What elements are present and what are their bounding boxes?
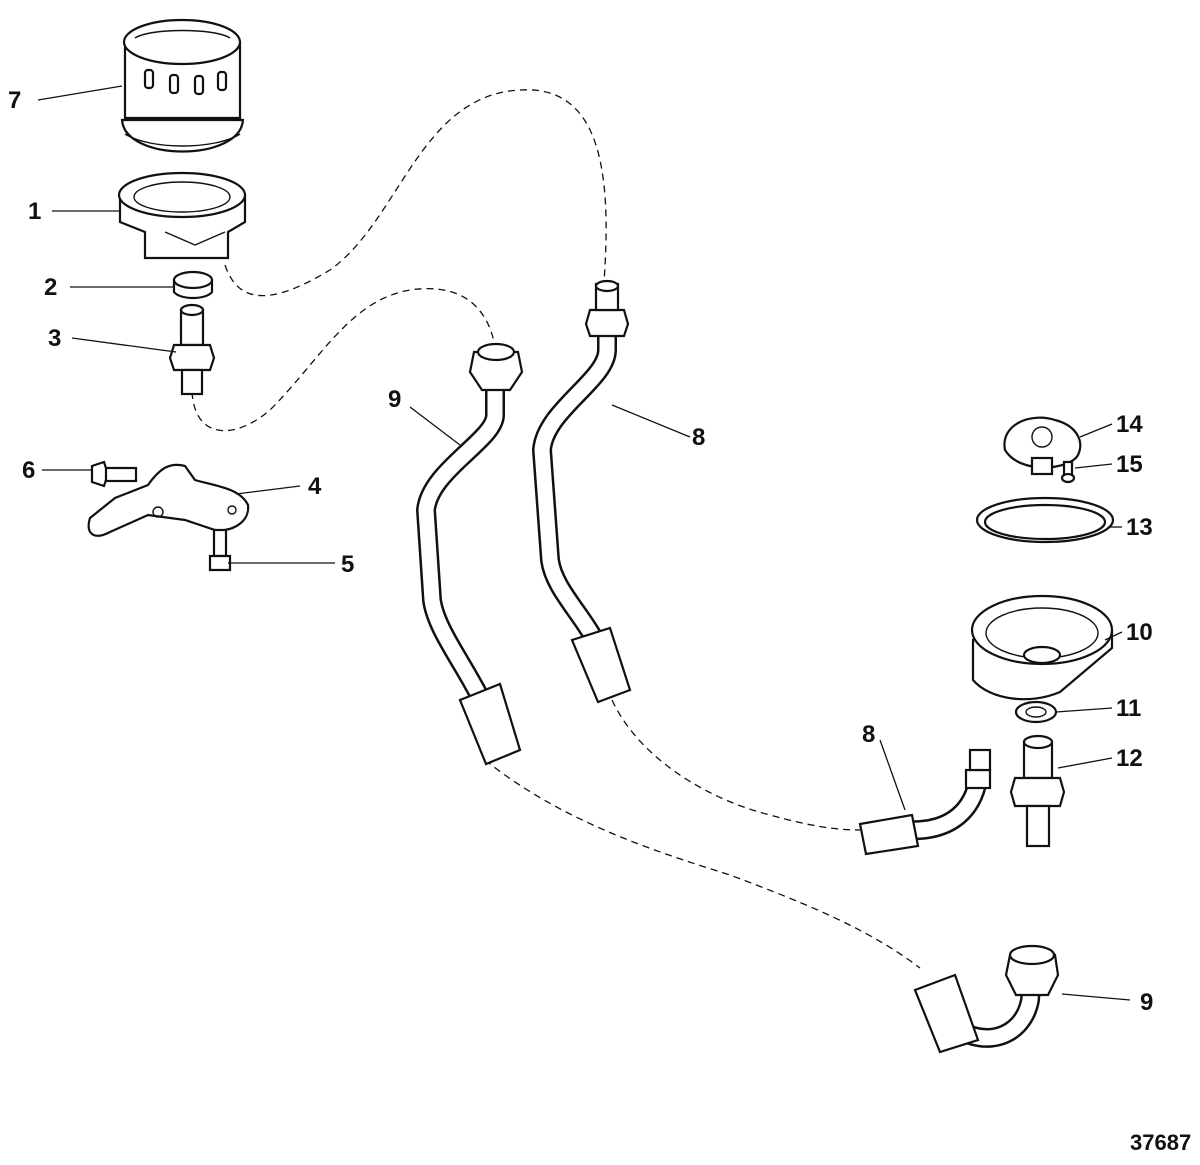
callout-15: 15 [1116, 451, 1143, 478]
bolt-part-6 [90, 460, 138, 488]
filter-adapter-part-1 [117, 171, 247, 260]
callout-2: 2 [44, 274, 57, 301]
callout-8-upper: 8 [692, 424, 705, 451]
oil-tube-part-9-upper [416, 342, 524, 766]
callout-9-lower: 9 [1140, 989, 1153, 1016]
oil-tube-part-8-upper [532, 279, 632, 704]
small-screw-part-15 [1060, 460, 1076, 484]
callout-3: 3 [48, 325, 61, 352]
callout-5: 5 [341, 551, 354, 578]
seal-ring-part-2 [172, 270, 214, 300]
oil-filter-part-7 [120, 18, 245, 153]
callout-6: 6 [22, 457, 35, 484]
oil-tube-part-8-lower [858, 748, 992, 856]
fitting-part-12 [1009, 734, 1066, 848]
assembly-path-lines [191, 89, 921, 969]
callout-labels: 7 1 2 3 6 4 5 9 8 14 15 13 10 11 8 12 9 [8, 87, 1153, 1016]
thermostat-cover-part-14 [1003, 416, 1082, 476]
callout-1: 1 [28, 198, 41, 225]
housing-part-10 [970, 594, 1114, 701]
screw-part-5 [208, 528, 232, 572]
figure-number: 37687 [1130, 1130, 1191, 1155]
fitting-part-3 [168, 303, 216, 396]
oil-tube-part-9-lower [913, 944, 1060, 1054]
callout-13: 13 [1126, 514, 1153, 541]
callout-4: 4 [308, 473, 322, 500]
callout-7: 7 [8, 87, 21, 114]
ring-part-13 [975, 496, 1115, 544]
callout-9-upper: 9 [388, 386, 401, 413]
callout-10: 10 [1126, 619, 1153, 646]
callout-11: 11 [1116, 695, 1141, 722]
callout-leader-lines [37, 85, 1131, 1001]
callout-8-lower: 8 [862, 721, 875, 748]
washer-part-11 [1014, 700, 1058, 724]
callout-12: 12 [1116, 745, 1143, 772]
callout-14: 14 [1116, 411, 1143, 438]
bracket-part-4 [87, 463, 250, 537]
